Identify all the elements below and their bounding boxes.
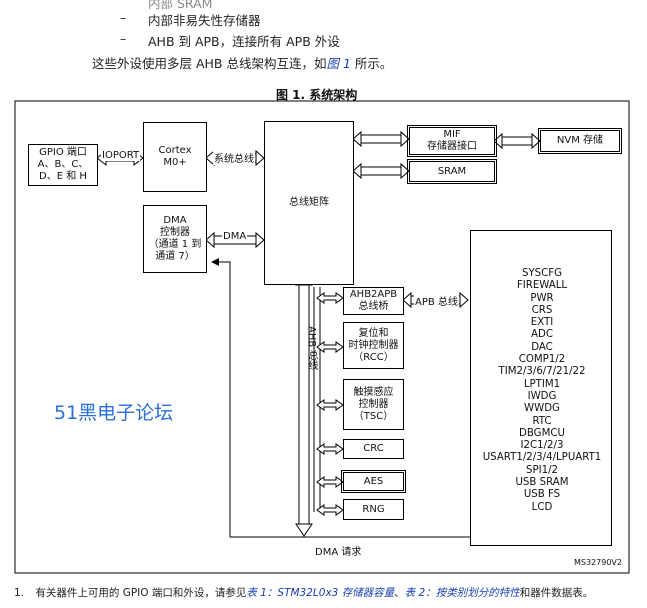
bullet-dash-2: – — [120, 31, 127, 46]
apb-peripheral-item: LCD — [531, 501, 553, 513]
apb-peripheral-item: SYSCFG — [521, 268, 563, 279]
crc-box: CRC — [343, 439, 404, 459]
footnote-end: 和器件数据表。 — [519, 587, 594, 599]
apb-peripheral-item: SPI1/2 — [525, 464, 558, 476]
aes-box: AES — [341, 470, 406, 493]
figure-title: 图 1. 系统架构 — [276, 88, 358, 102]
ahb-bus-label: AHB 总线 — [306, 326, 317, 371]
nvm-arrow — [493, 132, 541, 150]
apb-peripheral-item: USB SRAM — [515, 477, 569, 489]
apb-peripheral-item: TIM2/3/6/7/21/22 — [498, 366, 586, 378]
apb-bus-label: APB 总线 — [414, 293, 459, 308]
cortex-m0-box: Cortex M0+ — [143, 122, 207, 192]
apb-peripherals-box — [470, 230, 612, 546]
figure-link[interactable]: 图 1 — [326, 56, 351, 71]
apb-peripheral-item: ADC — [531, 329, 553, 341]
footnote-text: 有关器件上可用的 GPIO 端口和外设，请参见 — [35, 587, 247, 599]
apb-peripheral-item: USB FS — [523, 489, 561, 501]
footnote-link-table1[interactable]: 表 1：STM32L0x3 存储器容量 — [246, 587, 395, 599]
rng-box: RNG — [343, 499, 404, 520]
apb-peripheral-item: DAC — [531, 341, 553, 353]
intro-line-0: 内部 SRAM — [148, 0, 213, 11]
watermark: 51黑电子论坛 — [54, 402, 174, 424]
figure-frame — [14, 100, 630, 574]
ahb-bus-arrow — [295, 272, 313, 537]
footnote-number: 1. — [14, 587, 25, 599]
apb-peripheral-item: PWR — [530, 292, 554, 304]
dma-controller-box: DMA 控制器 （通道 1 到 通道 7） — [143, 205, 207, 273]
footnote-link-table2[interactable]: 表 2：按类别划分的特性 — [404, 587, 520, 599]
apb-peripheral-item: I2C1/2/3 — [520, 440, 564, 452]
tsc-box: 触摸感应 控制器 （TSC） — [343, 379, 404, 430]
dma-label: DMA — [222, 231, 248, 242]
sram-box: SRAM — [407, 159, 497, 184]
intro-text: 这些外设使用多层 AHB 总线架构互连，如 — [92, 56, 327, 71]
gpio-ports-box: GPIO 端口 A、B、C、 D、E 和 H — [28, 144, 98, 186]
intro-line-3: 这些外设使用多层 AHB 总线架构互连，如图 1 所示。 — [92, 53, 392, 72]
intro-line-2: AHB 到 APB，连接所有 APB 外设 — [148, 34, 340, 49]
apb-peripheral-item: RTC — [532, 415, 552, 427]
nvm-box: NVM 存储 — [538, 128, 622, 154]
sram-arrow — [352, 162, 410, 180]
ahb2apb-bridge-box: AHB2APB 总线桥 — [343, 287, 404, 315]
apb-peripheral-item: LPTIM1 — [523, 378, 561, 390]
apb-peripheral-item: FIREWALL — [516, 280, 568, 292]
intro-text-end: 所示。 — [350, 56, 393, 71]
ahb-branches — [316, 292, 344, 516]
bus-matrix-box: 总线矩阵 — [264, 121, 354, 285]
ioport-label: IOPORT — [101, 150, 141, 161]
dma-request-label: DMA 请求 — [315, 547, 362, 558]
apb-peripheral-item: COMP1/2 — [518, 354, 566, 366]
figure-code: MS32790V2 — [574, 558, 622, 567]
dma-request-line — [211, 258, 470, 538]
footnote-sep: 、 — [394, 587, 405, 599]
apb-peripheral-item: CRS — [531, 304, 553, 316]
apb-peripheral-item: EXTI — [530, 317, 554, 329]
system-bus-label: 系统总线 — [213, 150, 255, 165]
apb-peripheral-item: WWDG — [524, 403, 560, 415]
apb-peripheral-item: IWDG — [527, 390, 557, 402]
rcc-box: 复位和 时钟控制器 （RCC） — [343, 322, 404, 369]
footnote: 1. 有关器件上可用的 GPIO 端口和外设，请参见表 1：STM32L0x3 … — [14, 585, 593, 600]
apb-peripheral-item: DBGMCU — [519, 427, 565, 439]
mif-box: MIF 存储器接口 — [407, 125, 497, 157]
apb-peripheral-item: USART1/2/3/4/LPUART1 — [482, 452, 602, 464]
mif-arrow — [352, 130, 410, 148]
bullet-dash-1: – — [120, 10, 127, 25]
intro-line-1: 内部非易失性存储器 — [148, 13, 261, 28]
